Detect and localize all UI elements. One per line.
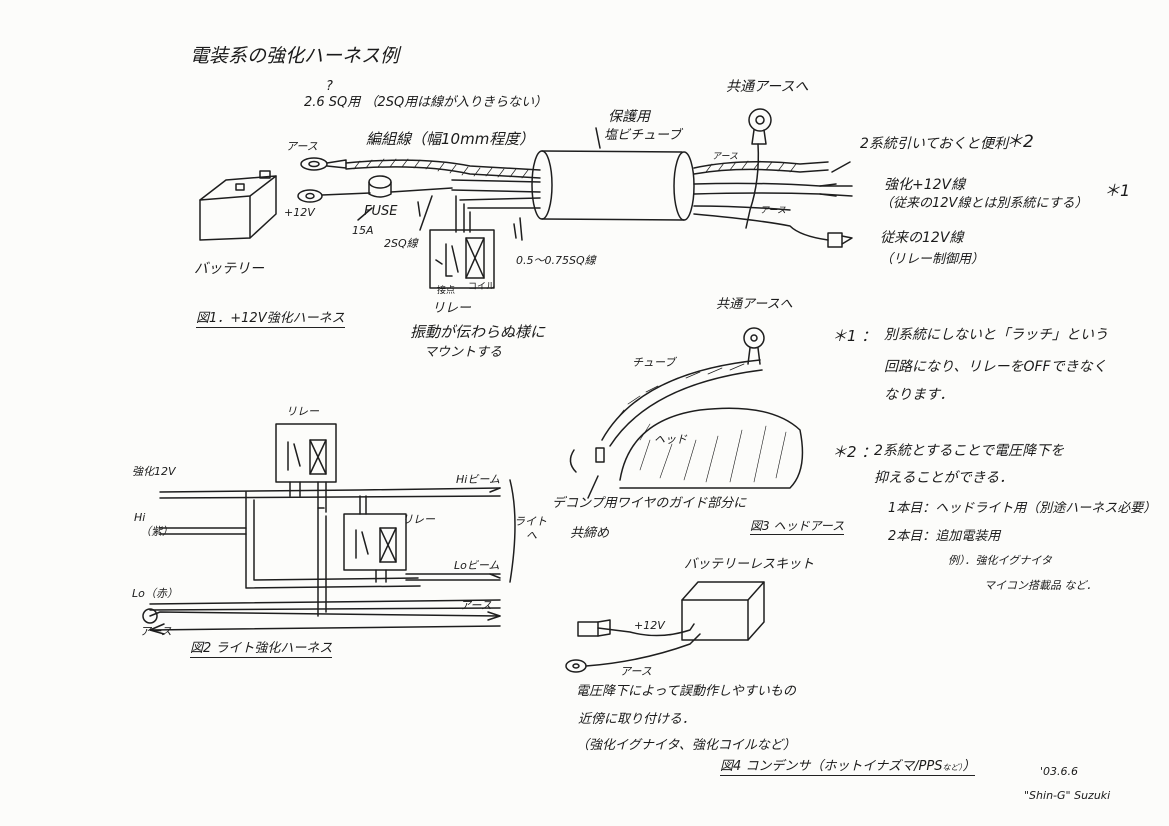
fig4-note-2: 近傍に取り付ける． <box>578 712 696 727</box>
note2-line3: 1本目：ヘッドライト用（別途ハーネス必要） <box>888 501 1157 516</box>
note1-line3: なります． <box>884 387 954 403</box>
fig1-fuse-label: FUSE <box>364 204 398 219</box>
fig2-wire-12v <box>159 487 501 493</box>
fig1-star2: ＊2 <box>1006 132 1034 152</box>
note1-line2: 回路になり、リレーをOFFできなく <box>884 359 1107 375</box>
fig4-caption-text: 図4 コンデンサ（ホットイナズマ/PPS <box>720 759 943 774</box>
fig1-relay-note-1: 振動が伝わらぬ様に <box>410 323 546 341</box>
note2-line6: マイコン搭載品 など． <box>984 579 1097 592</box>
fig2-relay-bottom-label: リレー <box>402 513 435 526</box>
fig1-common-ground <box>745 108 772 229</box>
fig1-old12-label: 従来の12V線 <box>880 230 964 246</box>
fig2-relay-top-label: リレー <box>286 405 319 418</box>
fig2-strong12-label: 強化12V <box>132 465 176 478</box>
note2-mark: ＊2 ： <box>832 443 877 461</box>
fig1-earth-label: アース <box>286 140 318 153</box>
fig2-hi-label: Hi <box>134 511 146 524</box>
note2-line5: 例）．強化イグナイタ <box>948 554 1052 567</box>
fig2-earth-right-label: アース <box>460 599 492 612</box>
fig4-note-3: （強化イグナイタ、強化コイルなど） <box>576 738 796 753</box>
fig3-common-ground-label: 共通アースへ <box>716 297 793 312</box>
fig1-contact-label: 接点 <box>437 286 456 296</box>
fig3-caption: 図3 ヘッドアース <box>750 519 845 536</box>
fig2-light-arrow: へ <box>526 529 537 542</box>
fig4-caption-small: など） <box>942 763 963 772</box>
fig4-earth-label: アース <box>620 665 652 678</box>
fig3-head-label: ヘッド <box>654 433 687 446</box>
fig1-relay <box>429 229 495 289</box>
note2-line2: 抑えることができる． <box>874 470 1014 486</box>
fig1-tube-label: 保護用 <box>608 109 650 125</box>
fig4-kit-label: バッテリーレスキット <box>684 557 815 572</box>
fig1-relay-note-2: マウントする <box>424 345 503 360</box>
fig4-kit-box <box>681 581 765 641</box>
note2-line1: 2系統とすることで電圧降下を <box>874 443 1065 459</box>
fig1-strong12-label: 強化+12V線 <box>884 177 966 193</box>
fig3-tube <box>601 359 763 447</box>
fig1-braid <box>345 159 541 171</box>
fig3-fastened-note: 共締め <box>570 526 610 541</box>
fig1-plus-lug <box>297 189 371 203</box>
fig1-thin-wire-label: 0.5～0.75SQ線 <box>516 254 596 267</box>
fig1-coil-label: コイル <box>468 282 496 292</box>
fig1-fuse <box>368 175 453 198</box>
fig1-old12-note: （リレー制御用） <box>880 252 985 267</box>
fig1-2sq-wire-label: 2SQ線 <box>384 237 418 250</box>
signature-date: '03.6.6 <box>1040 765 1079 778</box>
fig1-braid-label: 編組線（幅10mm程度） <box>366 130 535 148</box>
fig3-head <box>619 407 804 489</box>
fig1-common-ground-label: 共通アースへ <box>726 79 809 95</box>
fig1-ground-lug <box>300 157 347 171</box>
fig1-fuse-amp: 15A <box>352 224 374 237</box>
fig4-note-1: 電圧降下によって誤動作しやすいもの <box>576 684 796 699</box>
fig2-earth-left-label: アース <box>140 625 172 638</box>
fig2-lo-beam-label: Loビーム <box>454 559 500 572</box>
fig1-tube <box>531 150 695 221</box>
fig1-earth-inner-1: アース <box>712 152 739 162</box>
fig4-plus12-label: +12V <box>634 619 665 632</box>
fig1-tube-label-2: 塩ビチューブ <box>604 128 682 143</box>
fig2-relay-top <box>275 423 337 483</box>
fig2-relay-bottom <box>343 513 407 571</box>
fig2-hi-beam-label: Hiビーム <box>456 473 500 486</box>
fig1-relay-label: リレー <box>432 301 472 316</box>
note1-line1: 別系統にしないと「ラッチ」という <box>884 327 1108 343</box>
fig1-caption: 図1．+12V強化ハーネス <box>196 311 345 329</box>
fig1-strong12-note: （従来の12V線とは別系統にする） <box>880 196 1088 211</box>
page-title: 電装系の強化ハーネス例 <box>190 45 400 67</box>
signature-name: "Shin-G" Suzuki <box>1024 789 1111 802</box>
fig1-wire-gauge-note: 2.6 SQ用 （2SQ用は線が入りきらない） <box>304 95 548 110</box>
fig4-caption-end: ） <box>962 759 976 774</box>
note2-line4: 2本目：追加電装用 <box>888 529 1001 544</box>
fig1-question-mark: ? <box>326 79 333 94</box>
fig3-guide-note: デコンプ用ワイヤのガイド部分に <box>552 496 747 511</box>
fig2-lo-label: Lo（赤） <box>132 587 178 600</box>
fig4-caption: 図4 コンデンサ（ホットイナズマ/PPSなど）） <box>720 759 976 777</box>
fig2-caption: 図2 ライト強化ハーネス <box>190 641 333 659</box>
fig2-hi-color: （紫） <box>140 525 173 538</box>
fig1-plus12-label: +12V <box>284 206 315 219</box>
fig2-light-label: ライト <box>514 515 547 528</box>
fig1-star1: ＊1 <box>1104 181 1131 200</box>
fig1-earth-inner-2: アース <box>760 206 787 216</box>
fig3-ground-lug <box>743 327 765 365</box>
fig1-battery-label: バッテリー <box>194 261 264 277</box>
fig3-tube-label: チューブ <box>632 356 676 369</box>
fig1-two-systems-label: 2系統引いておくと便利 <box>860 136 1009 152</box>
note1-mark: ＊1 ： <box>832 327 877 345</box>
fig1-battery <box>199 170 277 241</box>
